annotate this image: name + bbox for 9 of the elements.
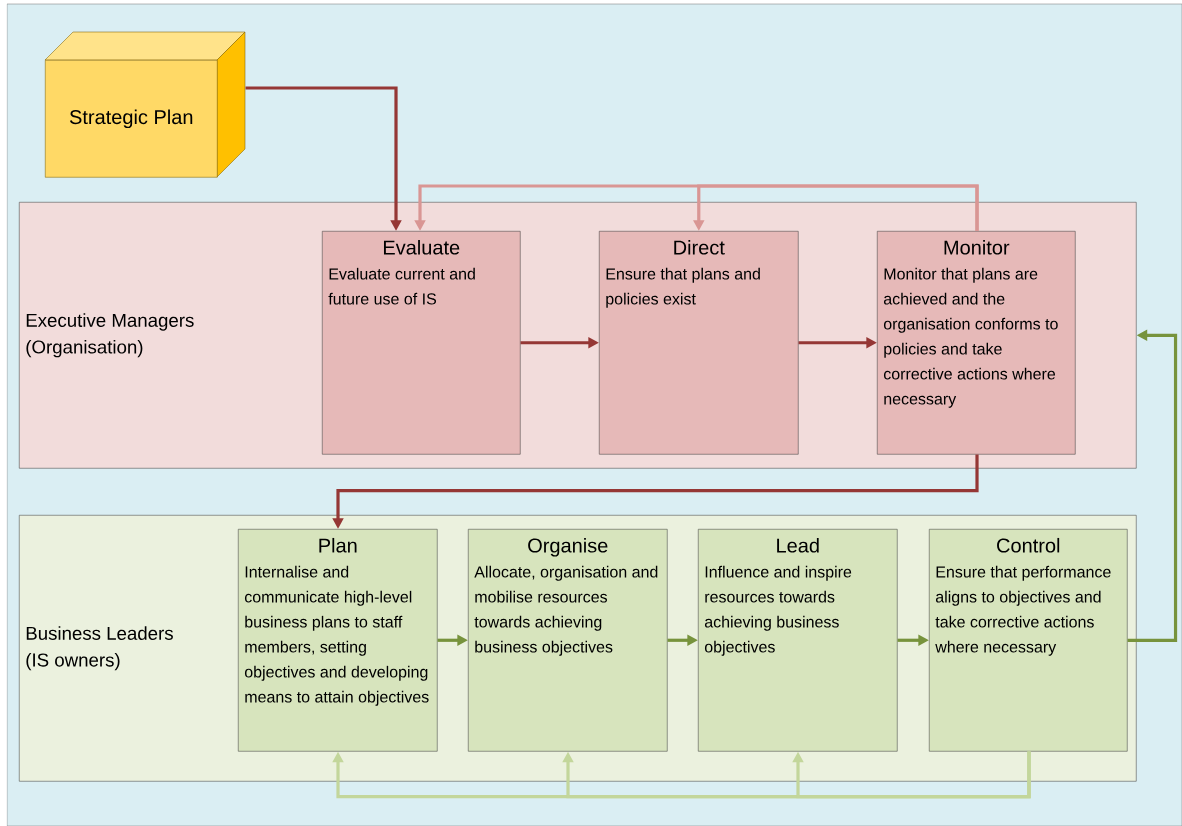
process-box: Plan Internalise and communicate high-level business plans to staff members, setting objectives and developing means to attain objectives [238, 529, 438, 752]
process-box: Control Ensure that performance aligns to objectives and take corrective actions where necessary [929, 529, 1128, 752]
arrow [693, 184, 979, 231]
process-box: Organise Allocate, organisation and mobilise resources towards achieving business objectives [468, 529, 668, 752]
process-box: Monitor Monitor that plans are achieved and the organisation conforms to policies and take corrective actions where necessary [877, 231, 1076, 455]
arrow [792, 751, 1031, 799]
process-box: Evaluate Evaluate current and future use of IS [322, 231, 521, 455]
process-box: Direct Ensure that plans and policies exist [599, 231, 799, 455]
process-box: Lead Influence and inspire resources towards achieving business objectives [698, 529, 898, 752]
